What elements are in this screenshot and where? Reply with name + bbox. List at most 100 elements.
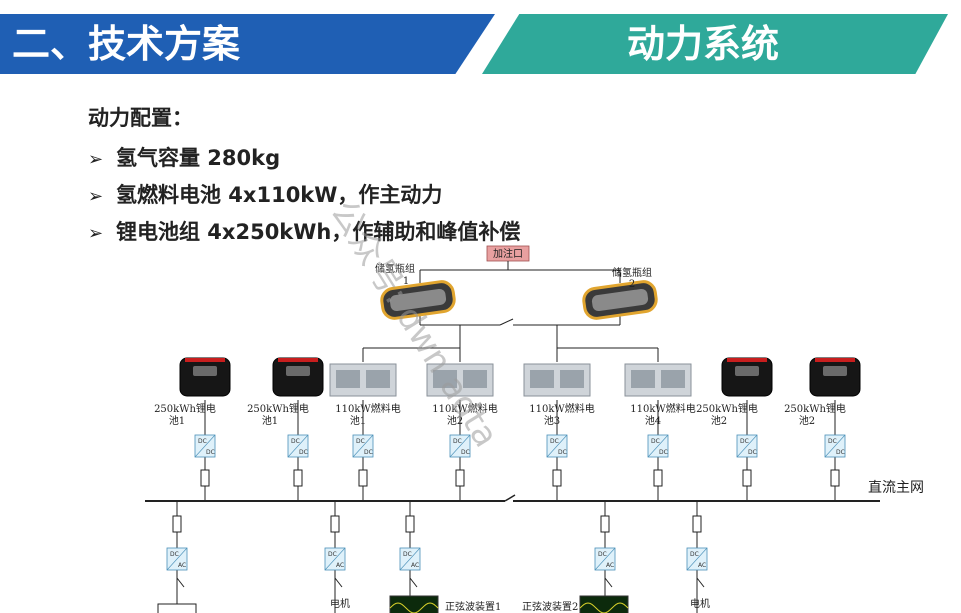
converter-input-label: DC xyxy=(356,438,365,445)
motor-label-left: 电机 xyxy=(330,597,350,610)
battery-stripe xyxy=(185,358,225,362)
fuel-cell-module xyxy=(530,370,554,388)
battery-stripe xyxy=(815,358,855,362)
dc-dc-converter: DC DC xyxy=(352,434,374,458)
breaker xyxy=(455,469,465,487)
breaker xyxy=(692,515,702,533)
dc-dc-converter: DC DC xyxy=(546,434,568,458)
breaker xyxy=(358,469,368,487)
sine-wave-display xyxy=(579,595,629,613)
battery-panel xyxy=(823,366,847,376)
config-item-text: 氢气容量 280kg xyxy=(116,146,281,170)
converter-output-label: AC xyxy=(178,562,186,569)
motor-label-right: 电机 xyxy=(690,597,710,610)
battery-image xyxy=(179,357,231,397)
unit-label-number: 池1 xyxy=(262,414,278,427)
sine-label-2: 正弦波装置2 xyxy=(522,600,578,613)
battery-stripe xyxy=(727,358,767,362)
config-item-text: 锂电池组 4x250kWh，作辅助和峰值补偿 xyxy=(116,220,521,244)
load-box xyxy=(157,603,197,613)
unit-label: 110kW燃料电 xyxy=(529,402,594,415)
breaker xyxy=(293,469,303,487)
bus-switch xyxy=(504,494,516,502)
unit-label: 250kWh锂电 xyxy=(247,402,309,415)
battery-panel xyxy=(735,366,759,376)
right-title-banner xyxy=(482,14,948,74)
fuel-cell-module xyxy=(463,370,487,388)
converter-output-label: AC xyxy=(336,562,344,569)
converter-output-label: DC xyxy=(364,449,373,456)
converter-input-label: DC xyxy=(291,438,300,445)
switch xyxy=(409,577,418,588)
arrow-bullet-icon: ➢ xyxy=(88,223,104,244)
converter-input-label: DC xyxy=(453,438,462,445)
dc-dc-converter: DC DC xyxy=(824,434,846,458)
tank1-number: 1 xyxy=(403,276,409,287)
battery-image xyxy=(809,357,861,397)
converter-output-label: DC xyxy=(206,449,215,456)
unit-label-number: 池1 xyxy=(169,414,185,427)
unit-label-number: 池4 xyxy=(645,414,661,427)
battery-stripe xyxy=(278,358,318,362)
converter-input-label: DC xyxy=(690,551,699,558)
arrow-bullet-icon: ➢ xyxy=(88,149,104,170)
breaker xyxy=(653,469,663,487)
config-item-battery: ➢ 锂电池组 4x250kWh，作辅助和峰值补偿 xyxy=(88,216,520,246)
converter-input-label: DC xyxy=(740,438,749,445)
converter-output-label: DC xyxy=(461,449,470,456)
converter-output-label: DC xyxy=(558,449,567,456)
unit-label-number: 池2 xyxy=(711,414,727,427)
breaker xyxy=(830,469,840,487)
breaker xyxy=(552,469,562,487)
breaker xyxy=(405,515,415,533)
config-title: 动力配置： xyxy=(88,106,193,130)
converter-input-label: DC xyxy=(651,438,660,445)
converter-output-label: DC xyxy=(299,449,308,456)
converter-output-label: DC xyxy=(748,449,757,456)
fuel-cell-module xyxy=(366,370,390,388)
battery-image xyxy=(721,357,773,397)
unit-label-number: 池2 xyxy=(799,414,815,427)
tank2-label: 储氢瓶组 xyxy=(612,266,652,279)
converter-input-label: DC xyxy=(598,551,607,558)
dc-dc-converter: DC DC xyxy=(736,434,758,458)
unit-label: 250kWh锂电 xyxy=(696,402,758,415)
dc-dc-converter: DC DC xyxy=(449,434,471,458)
unit-label-number: 池3 xyxy=(544,414,560,427)
converter-output-label: AC xyxy=(606,562,614,569)
left-title-banner xyxy=(0,14,495,74)
fuel-cell-module xyxy=(631,370,655,388)
converter-output-label: DC xyxy=(836,449,845,456)
breaker xyxy=(172,515,182,533)
battery-image xyxy=(272,357,324,397)
arrow-bullet-icon: ➢ xyxy=(88,186,104,207)
unit-label: 110kW燃料电 xyxy=(335,402,400,415)
config-item-text: 氢燃料电池 4x110kW，作主动力 xyxy=(116,183,443,207)
fuel-cell-module xyxy=(336,370,360,388)
switch xyxy=(334,577,343,588)
unit-label-number: 池1 xyxy=(350,414,366,427)
sine-wave-display xyxy=(389,595,439,613)
converter-input-label: DC xyxy=(828,438,837,445)
load-branch: DC AC xyxy=(594,501,616,613)
section-title: 二、技术方案 xyxy=(12,22,241,66)
dc-ac-inverter: DC AC xyxy=(594,547,616,571)
converter-input-label: DC xyxy=(550,438,559,445)
fuel-cell-module xyxy=(661,370,685,388)
switch xyxy=(604,577,613,588)
battery-panel xyxy=(193,366,217,376)
converter-input-label: DC xyxy=(198,438,207,445)
unit-label: 110kW燃料电 xyxy=(432,402,497,415)
